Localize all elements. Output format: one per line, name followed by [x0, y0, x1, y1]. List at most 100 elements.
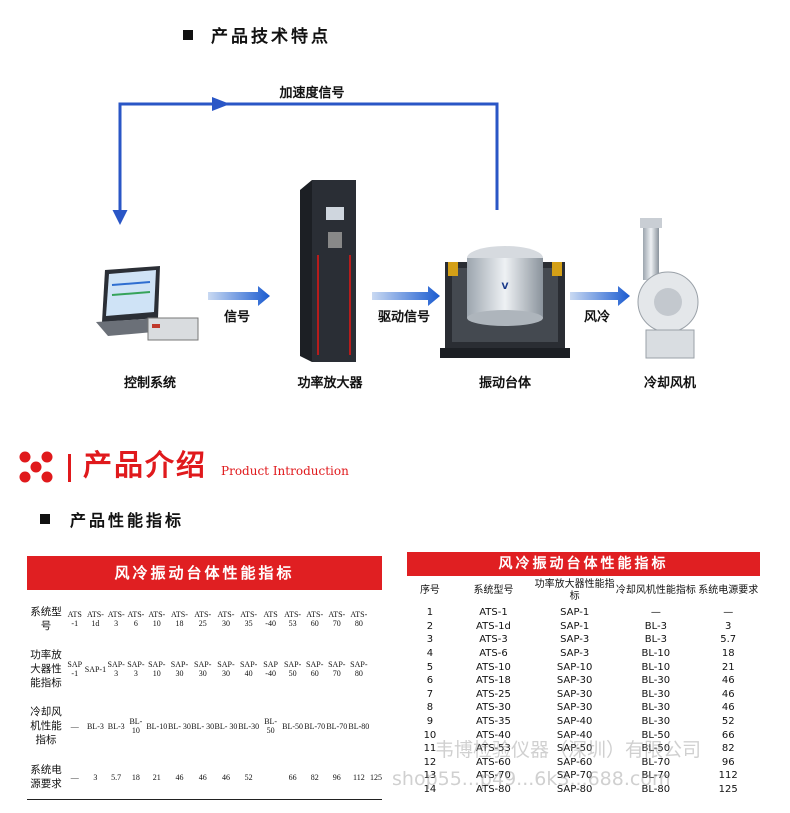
- table2-cell: 96: [721, 756, 735, 768]
- table1-cell: ATS-1d: [86, 610, 104, 628]
- table2-header-cell: 冷却风机性能指标: [615, 585, 696, 596]
- table2-cell: 14: [423, 784, 437, 796]
- table2-cell: BL-70: [641, 770, 671, 782]
- control-system-image: [96, 266, 199, 341]
- table2-title: 风冷振动台体性能指标: [407, 552, 760, 576]
- table2-cell: 5.7: [720, 634, 737, 646]
- table2-cell: ATS-1: [479, 607, 508, 619]
- table1-cell: 46: [198, 772, 207, 782]
- table1-cell: ATS- 18: [171, 610, 188, 628]
- table1-cell: SAP- 30: [217, 660, 235, 678]
- table1-cell: ATS -40: [263, 610, 278, 628]
- table2-cell: ATS-35: [476, 716, 511, 728]
- power-amp-label: 功率放大器: [297, 376, 363, 391]
- air-cool-label: 风冷: [583, 310, 610, 325]
- table2-cell: SAP-70: [556, 770, 593, 782]
- table2-cell: SAP-40: [556, 729, 593, 741]
- table1-cell: [260, 757, 282, 797]
- spec-table-vertical: 风冷振动台体性能指标 序号系统型号功率放大器性能指标冷却风机性能指标系统电源要求…: [407, 552, 760, 796]
- aircool-arrow-icon: [570, 286, 630, 306]
- feedback-loop-line: [112, 102, 499, 225]
- table2-cell: ATS-18: [476, 675, 511, 687]
- drive-signal-label: 驱动信号: [377, 310, 430, 325]
- table1-row-header: 冷却风机性能指标: [30, 706, 62, 746]
- table1-cell: SAP-50: [283, 660, 302, 678]
- bullet-square-icon: [183, 29, 193, 40]
- table2-cell: SAP-40: [556, 716, 593, 728]
- table2-cell: BL-70: [641, 756, 671, 768]
- table2-cell: 18: [721, 648, 735, 660]
- table2-cell: BL-30: [641, 688, 671, 700]
- table1-cell: BL-3: [86, 721, 104, 731]
- table2-cell: 1: [426, 607, 434, 619]
- drive-arrow-icon: [372, 286, 440, 306]
- table1-cell: ATS-70: [328, 610, 346, 628]
- table2-cell: 46: [721, 675, 735, 687]
- table2-cell: BL-10: [641, 661, 671, 673]
- table2-cell: 8: [426, 702, 434, 714]
- table2-cell: 6: [426, 675, 434, 687]
- bullet-square-icon: [40, 514, 50, 524]
- vib-table-label: 振动台体: [478, 376, 531, 391]
- table2-cell: 3: [725, 620, 732, 632]
- table2-cell: 46: [721, 688, 735, 700]
- table1-cell: 96: [332, 772, 341, 782]
- table2-header-cell: 序号: [419, 585, 440, 596]
- table2-cell: 82: [721, 743, 735, 755]
- table1-cell: BL- 30: [214, 721, 238, 731]
- table1-cell: SAP-1: [84, 664, 107, 674]
- header-divider: [68, 454, 71, 482]
- table2-cell: BL-3: [644, 620, 667, 632]
- table2-cell: 112: [718, 770, 738, 782]
- table1-cell: BL-10: [129, 717, 143, 735]
- table2-row: 5 ATS-10 SAP-10 BL-10 21: [407, 660, 760, 674]
- table2-cell: SAP-30: [556, 688, 593, 700]
- table2-cell: —: [650, 607, 661, 619]
- table1-title: 风冷振动台体性能指标: [27, 556, 382, 590]
- watermark-company: 韦博检验仪器（深圳）有限公司: [435, 739, 702, 761]
- control-system-label: 控制系统: [123, 376, 176, 391]
- table1-cell: ATS -1: [67, 610, 82, 628]
- table2-cell: SAP-1: [560, 620, 590, 632]
- table1-cell: ATS-6: [127, 610, 145, 628]
- table2-cell: 125: [718, 784, 738, 796]
- table1-cell: BL- 30: [191, 721, 215, 731]
- table1-cell: ATS-80: [350, 610, 368, 628]
- table1-cell: BL-70: [326, 721, 348, 731]
- dots-logo-icon: [19, 451, 53, 483]
- table2-cell: ATS-6: [479, 648, 508, 660]
- table1-cell: ATS-53: [284, 610, 302, 628]
- svg-text:V: V: [502, 282, 509, 292]
- table1-cell: SAP -40: [263, 660, 278, 678]
- table1-cell: ATS-35: [240, 610, 258, 628]
- table2-cell: SAP-80: [556, 784, 593, 796]
- table1-cell: —: [70, 772, 79, 782]
- table2-cell: 5: [426, 661, 434, 673]
- table1-cell: SAP- 30: [170, 660, 189, 678]
- table1-cell: SAP- 30: [194, 660, 212, 678]
- table1-cell: SAP-3: [107, 660, 125, 678]
- table2-cell: 12: [423, 756, 437, 768]
- table2-cell: 21: [721, 661, 735, 673]
- table2-cell: BL-30: [641, 675, 671, 687]
- table1-row-header: 功率放大器性能指标: [30, 649, 62, 689]
- product-intro-en: Product Introduction: [221, 464, 349, 478]
- table2-cell: ATS-10: [476, 661, 511, 673]
- table2-cell: SAP-60: [556, 756, 593, 768]
- table2-cell: 2: [426, 620, 434, 632]
- table2-cell: SAP-10: [556, 661, 593, 673]
- table2-cell: 10: [423, 729, 437, 741]
- power-amplifier-image: [300, 180, 356, 362]
- product-intro-header: 产品介绍 Product Introduction: [18, 442, 349, 484]
- table2-cell: SAP-3: [560, 648, 590, 660]
